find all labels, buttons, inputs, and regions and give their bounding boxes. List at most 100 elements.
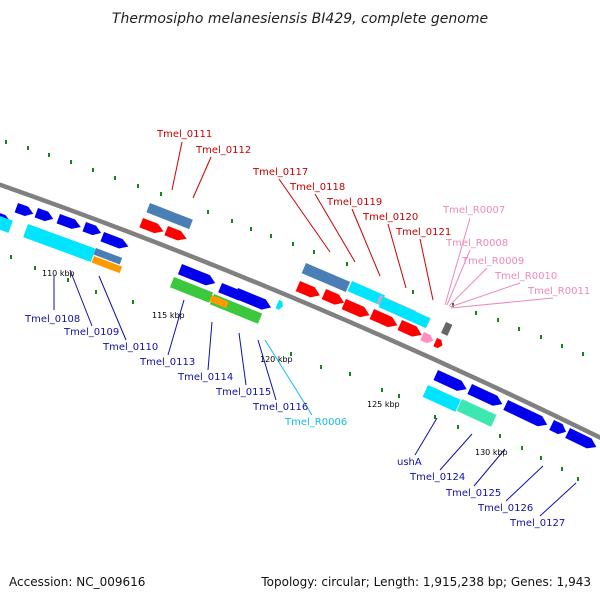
leader-tmel-0124 [439, 433, 473, 471]
leader-tmel-r0011 [450, 297, 554, 309]
gene-label-tmel-0109[interactable]: Tmel_0109 [63, 327, 119, 338]
gene-label-tmel-0114[interactable]: Tmel_0114 [177, 372, 233, 383]
rrna-pink-cluster[interactable] [420, 332, 435, 345]
gc-skew-mark [270, 234, 272, 238]
gene-label-tmel-r0007[interactable]: Tmel_R0007 [442, 205, 505, 216]
cds-tmel-0124[interactable] [456, 399, 497, 427]
gene-labels: Tmel_0108 Tmel_0109 Tmel_0110 Tmel_0113 … [24, 129, 590, 529]
cds-tmel-0112[interactable] [164, 226, 188, 243]
cds-tmel-0120[interactable] [369, 309, 400, 330]
gc-skew-mark [132, 300, 134, 304]
cds-left-2[interactable] [34, 208, 55, 224]
cds-tmel-0127-upper[interactable] [565, 428, 599, 452]
cds-tmel-0111[interactable] [139, 218, 165, 236]
cds-cyan-118[interactable] [347, 281, 385, 306]
cds-tmel-0108-0109[interactable] [23, 224, 96, 262]
gc-skew-mark [290, 352, 292, 356]
gc-skew-mark [95, 290, 97, 294]
cds-left-1[interactable] [14, 203, 35, 218]
cds-tmel-0111-steel[interactable] [146, 203, 193, 230]
cds-left-cyan-edge[interactable] [0, 214, 13, 233]
gc-skew-mark [292, 242, 294, 246]
cds-left-3[interactable] [56, 214, 83, 232]
cds-tmel-0113[interactable] [177, 264, 217, 288]
gene-label-tmel-r0009[interactable]: Tmel_R0009 [461, 256, 524, 267]
gene-label-tmel-r0006[interactable]: Tmel_R0006 [284, 417, 347, 428]
cds-red-small[interactable] [433, 338, 444, 350]
gene-label-tmel-0119[interactable]: Tmel_0119 [326, 197, 382, 208]
trna-tmel-r0006[interactable] [275, 300, 285, 311]
gc-skew-mark [499, 434, 501, 438]
gene-label-tmel-0121[interactable]: Tmel_0121 [395, 227, 451, 238]
gc-skew-mark [412, 290, 414, 294]
gc-skew-mark [540, 456, 542, 460]
cds-tmel-0115[interactable] [233, 288, 273, 313]
leader-tmel-0111 [171, 141, 183, 191]
gene-label-tmel-0118[interactable]: Tmel_0118 [289, 182, 345, 193]
gc-skew-mark [313, 250, 315, 254]
gc-skew-mark [346, 262, 348, 266]
feature-gray[interactable] [441, 322, 453, 336]
cds-tmel-0121[interactable] [397, 320, 424, 340]
gene-label-tmel-0116[interactable]: Tmel_0116 [252, 402, 308, 413]
cds-tmel-0126-upper[interactable] [549, 420, 568, 437]
gene-label-tmel-0115[interactable]: Tmel_0115 [215, 387, 271, 398]
gc-skew-mark [398, 394, 400, 398]
gc-skew-mark [320, 365, 322, 369]
gene-label-tmel-r0011[interactable]: Tmel_R0011 [527, 286, 590, 297]
cds-left-4[interactable] [82, 222, 102, 238]
leader-tmel-r0007 [444, 217, 471, 306]
leader-tmel-0126 [505, 465, 544, 502]
gene-label-tmel-0110[interactable]: Tmel_0110 [102, 342, 158, 353]
cds-tmel-0117[interactable] [295, 281, 322, 300]
gc-skew-mark [70, 160, 72, 164]
leader-tmel-r0009 [448, 267, 488, 307]
cds-left-5[interactable] [100, 232, 130, 251]
cds-usha[interactable] [422, 385, 461, 412]
gene-label-usha[interactable]: ushA [397, 457, 422, 468]
gc-skew-mark [114, 176, 116, 180]
gene-label-tmel-r0010[interactable]: Tmel_R0010 [494, 271, 557, 282]
gc-skew-mark [577, 477, 579, 481]
leader-tmel-0118 [314, 193, 356, 263]
cds-green-1[interactable] [169, 277, 214, 303]
gene-label-tmel-0124[interactable]: Tmel_0124 [409, 472, 465, 483]
gc-skew-mark [521, 446, 523, 450]
gc-skew-mark [250, 227, 252, 231]
tick-110kbp: 110 kbp [42, 269, 75, 278]
cds-tmel-0118[interactable] [321, 289, 347, 308]
leader-tmel-0120 [387, 223, 407, 289]
cds-usha-upper[interactable] [433, 370, 468, 394]
gc-skew-mark [349, 372, 351, 376]
cds-orange-small[interactable] [209, 295, 229, 309]
cds-tmel-0110-steel[interactable] [93, 248, 123, 265]
leader-tmel-0114 [207, 321, 213, 371]
gc-skew-mark [452, 303, 454, 307]
gene-label-tmel-0112[interactable]: Tmel_0112 [195, 145, 251, 156]
cds-tmel-0119[interactable] [341, 299, 372, 320]
gc-skew-mark [137, 184, 139, 188]
gene-label-tmel-0127[interactable]: Tmel_0127 [509, 518, 565, 529]
cds-cyan-120[interactable] [378, 297, 431, 329]
tick-120kbp: 120 kbp [260, 355, 293, 364]
gc-skew-mark [582, 352, 584, 356]
cds-tmel-0110-orange[interactable] [91, 256, 123, 274]
genome-summary-text: Topology: circular; Length: 1,915,238 bp… [260, 575, 591, 589]
gene-label-tmel-0113[interactable]: Tmel_0113 [139, 357, 195, 368]
tick-125kbp: 125 kbp [367, 400, 400, 409]
leader-tmel-0115 [238, 332, 247, 386]
gene-label-tmel-0111[interactable]: Tmel_0111 [156, 129, 212, 140]
gene-label-tmel-0125[interactable]: Tmel_0125 [445, 488, 501, 499]
gene-label-tmel-0126[interactable]: Tmel_0126 [477, 503, 533, 514]
gene-label-tmel-0117[interactable]: Tmel_0117 [252, 167, 308, 178]
gene-label-tmel-0108[interactable]: Tmel_0108 [24, 314, 80, 325]
gene-label-tmel-r0008[interactable]: Tmel_R0008 [445, 238, 508, 249]
gc-skew-mark [434, 415, 436, 419]
leader-tmel-0127 [539, 482, 577, 517]
cds-tmel-0124-upper[interactable] [467, 384, 504, 409]
gene-label-tmel-0120[interactable]: Tmel_0120 [362, 212, 418, 223]
cds-steel-117[interactable] [301, 263, 351, 293]
cds-tmel-0125-upper[interactable] [503, 400, 549, 430]
gc-skew-track [5, 140, 584, 481]
gc-skew-mark [540, 335, 542, 339]
